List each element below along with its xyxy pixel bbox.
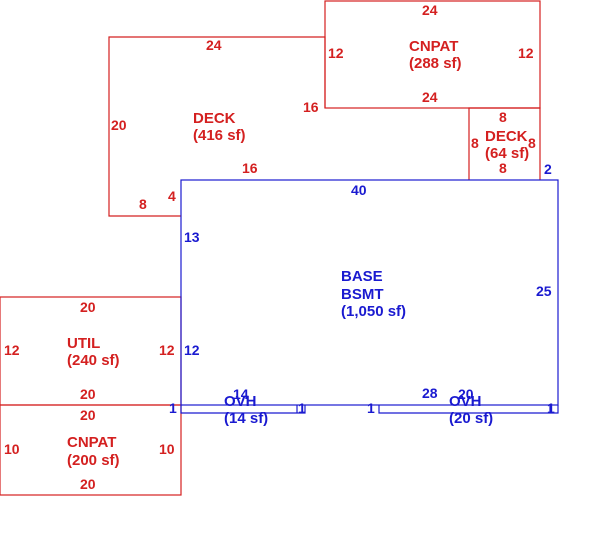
area-name: CNPAT (409, 38, 458, 55)
dim-label: 12 (328, 45, 344, 61)
dim-label: 1 (367, 400, 375, 416)
dim-label: 8 (499, 109, 507, 125)
area-name: OVH (449, 393, 482, 410)
area-size: (64 sf) (485, 145, 529, 162)
dim-label: 20 (80, 299, 96, 315)
dim-label: 25 (536, 283, 552, 299)
base-outline (180, 179, 559, 406)
cnpat-bottom-outline (0, 404, 182, 496)
dim-label: 10 (4, 441, 20, 457)
area-name: DECK (193, 110, 236, 127)
dim-label: 24 (422, 2, 438, 18)
deck-small-outline (468, 107, 541, 180)
dim-label: 28 (422, 385, 438, 401)
area-name: BSMT (341, 286, 384, 303)
dim-label: 8 (528, 135, 536, 151)
area-name: DECK (485, 128, 528, 145)
dim-label: 8 (499, 160, 507, 176)
dim-label: 1 (547, 400, 555, 416)
dim-label: 20 (458, 386, 474, 402)
dim-label: 1 (298, 400, 306, 416)
area-size: (200 sf) (67, 452, 120, 469)
dim-label: 20 (80, 386, 96, 402)
dim-label: 20 (111, 117, 127, 133)
dim-label: 16 (303, 99, 319, 115)
area-size: (288 sf) (409, 55, 462, 72)
dim-label: 12 (184, 342, 200, 358)
dim-label: 16 (242, 160, 258, 176)
area-name: CNPAT (67, 434, 116, 451)
area-name: UTIL (67, 335, 100, 352)
dim-label: 8 (471, 135, 479, 151)
dim-label: 40 (351, 182, 367, 198)
area-name: BASE (341, 268, 383, 285)
area-size: (20 sf) (449, 410, 493, 427)
dim-label: 13 (184, 229, 200, 245)
area-size: (14 sf) (224, 410, 268, 427)
deck-large-outline (108, 36, 326, 217)
dim-label: 20 (80, 407, 96, 423)
dim-label: 24 (206, 37, 222, 53)
dim-label: 20 (80, 476, 96, 492)
area-size: (416 sf) (193, 127, 246, 144)
dim-label: 8 (139, 196, 147, 212)
area-name: OVH (224, 393, 257, 410)
area-size: (1,050 sf) (341, 303, 406, 320)
dim-label: 12 (4, 342, 20, 358)
dim-label: 2 (544, 161, 552, 177)
ovh-right-outline (378, 405, 559, 414)
ovh-left-outline (180, 405, 306, 414)
dim-label: 24 (422, 89, 438, 105)
dim-label: 4 (168, 188, 176, 204)
dim-label: 1 (169, 400, 177, 416)
dim-label: 12 (159, 342, 175, 358)
dim-label: 14 (233, 386, 249, 402)
dim-label: 12 (518, 45, 534, 61)
dim-label: 10 (159, 441, 175, 457)
area-size: (240 sf) (67, 352, 120, 369)
